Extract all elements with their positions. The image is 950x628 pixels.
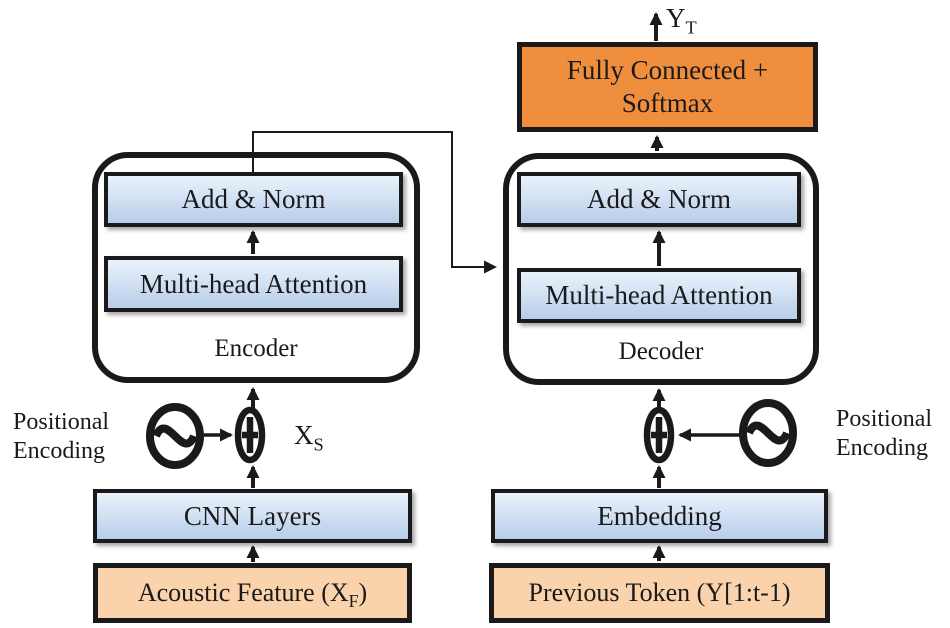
encoder-label: Encoder	[214, 335, 298, 362]
circled-plus-icon-right	[643, 406, 675, 464]
encoder-mha-label: Multi-head Attention	[139, 268, 368, 299]
acoustic-feature-label: Acoustic Feature (XF)	[137, 578, 368, 612]
embedding-label: Embedding	[597, 500, 722, 531]
previous-token-box: Previous Token (Y[1:t-1)	[489, 563, 830, 623]
positional-encoding-label-left: Positional Encoding	[13, 408, 109, 466]
fc-line1: Fully Connected +	[566, 55, 769, 85]
acoustic-feature-box: Acoustic Feature (XF)	[93, 563, 412, 623]
output-label: YT	[666, 3, 697, 38]
cnn-layers-label: CNN Layers	[183, 500, 322, 531]
encoder-add-norm-label: Add & Norm	[181, 184, 326, 214]
pe-left-line2: Encoding	[13, 438, 105, 464]
circled-plus-icon-left	[234, 406, 266, 464]
encoder-add-norm-box: Add & Norm	[104, 172, 403, 227]
decoder-mha-label: Multi-head Attention	[545, 280, 773, 310]
cnn-layers-box: CNN Layers	[93, 489, 412, 543]
fully-connected-softmax-box: Fully Connected + Softmax	[517, 42, 818, 132]
pe-right-line2: Encoding	[836, 435, 928, 461]
embedding-box: Embedding	[491, 489, 828, 543]
sinusoid-icon-right	[739, 399, 797, 467]
fc-line2: Softmax	[621, 88, 714, 118]
decoder-label: Decoder	[618, 338, 704, 365]
decoder-add-norm-label: Add & Norm	[587, 184, 731, 214]
decoder-add-norm-box: Add & Norm	[517, 172, 801, 227]
previous-token-label: Previous Token (Y[1:t-1)	[528, 578, 791, 607]
decoder-container	[503, 153, 819, 385]
positional-encoding-label-right: Positional Encoding	[836, 405, 932, 463]
pe-right-line1: Positional	[836, 406, 933, 432]
pe-left-line1: Positional	[13, 409, 110, 435]
decoder-multi-head-attention-box: Multi-head Attention	[517, 268, 801, 323]
encoder-input-label: XS	[294, 420, 324, 455]
encoder-multi-head-attention-box: Multi-head Attention	[104, 256, 403, 312]
sinusoid-icon-left	[146, 403, 204, 469]
